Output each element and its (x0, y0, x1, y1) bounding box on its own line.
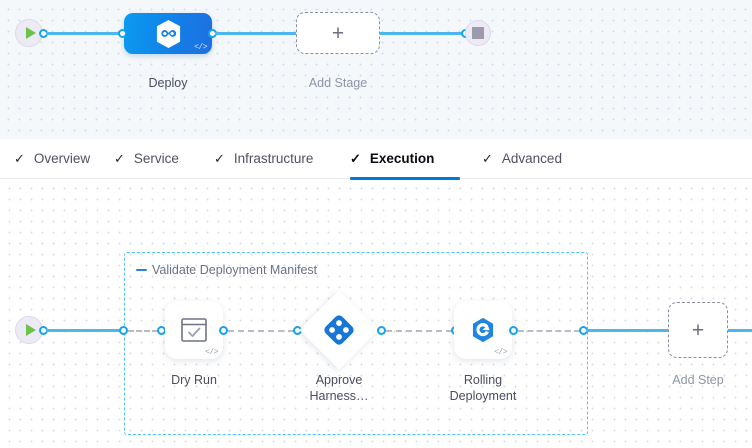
tab-label: Overview (33, 151, 91, 166)
tab-execution[interactable]: ✓ Execution (350, 139, 460, 180)
step-group-title-label: Validate Deployment Manifest (152, 263, 318, 277)
stage-node-deploy[interactable]: </> (124, 13, 212, 54)
step-group-validate-deployment-manifest[interactable]: Validate Deployment Manifest (124, 252, 588, 435)
harness-hexagon-infinity-icon (156, 19, 180, 48)
step-node-rolling-deployment[interactable]: </> (454, 301, 512, 359)
connector-dot[interactable] (119, 326, 128, 335)
pipeline-end-node[interactable] (465, 20, 491, 46)
tab-service[interactable]: ✓ Service (114, 139, 212, 179)
connector-line-dashed (128, 330, 158, 332)
tab-label: Service (133, 151, 179, 166)
check-icon: ✓ (350, 151, 361, 166)
connector-line-dashed (386, 330, 452, 332)
connector-dot[interactable] (219, 326, 228, 335)
step-label-line-1: Rolling (463, 373, 503, 387)
rolling-deployment-icon (472, 317, 494, 343)
code-badge-icon: </> (194, 43, 207, 52)
connector-line (46, 32, 125, 35)
dry-run-window-check-icon (181, 318, 207, 342)
step-node-approve-harness[interactable] (299, 290, 379, 370)
step-group-title[interactable]: Validate Deployment Manifest (136, 263, 317, 277)
check-icon: ✓ (482, 151, 493, 166)
connector-line-dashed (228, 330, 294, 332)
connector-dot[interactable] (509, 326, 518, 335)
stop-icon (472, 27, 484, 39)
step-node-dry-run[interactable]: </> (165, 301, 223, 359)
connector-dot[interactable] (118, 29, 127, 38)
tab-advanced[interactable]: ✓ Advanced (482, 139, 592, 179)
step-label-line-2: Deployment (449, 389, 517, 403)
stage-canvas[interactable]: </> + Deploy Add Stage (0, 0, 752, 139)
tab-label: Execution (369, 151, 435, 166)
step-label-line-1: Approve (315, 373, 363, 387)
code-badge-icon: </> (494, 348, 507, 357)
step-label-dry-run: Dry Run (171, 373, 217, 387)
execution-canvas[interactable]: Validate Deployment Manifest </> (0, 180, 752, 448)
plus-icon: + (691, 318, 705, 342)
connector-line-dashed (518, 330, 580, 332)
play-icon (25, 27, 36, 39)
step-label-rolling-deployment: Rolling Deployment (428, 372, 538, 404)
connector-dot[interactable] (377, 326, 386, 335)
step-label-approve-harness: Approve Harness… (284, 372, 394, 404)
check-icon: ✓ (14, 151, 25, 166)
tab-infrastructure[interactable]: ✓ Infrastructure (214, 139, 338, 179)
check-icon: ✓ (214, 151, 225, 166)
stage-config-tabbar: ✓ Overview ✓ Service ✓ Infrastructure ✓ … (0, 139, 752, 180)
connector-line (215, 32, 297, 35)
collapse-dash-icon[interactable] (136, 268, 147, 272)
add-step-label: Add Step (672, 373, 724, 387)
pipeline-start-node[interactable] (15, 19, 43, 47)
step-label-line-2: Harness… (309, 389, 369, 403)
plus-icon: + (331, 21, 345, 45)
connector-line (728, 329, 752, 332)
tab-overview[interactable]: ✓ Overview (14, 139, 110, 179)
code-badge-icon: </> (205, 348, 218, 357)
connector-line (586, 329, 668, 332)
check-icon: ✓ (114, 151, 125, 166)
harness-approval-icon (324, 315, 354, 345)
connector-line (380, 32, 465, 35)
add-stage-button[interactable]: + (296, 12, 380, 54)
add-stage-label: Add Stage (308, 76, 368, 90)
connector-line (46, 329, 122, 332)
add-step-button[interactable]: + (668, 302, 728, 358)
tab-label: Advanced (501, 151, 562, 166)
tab-label: Infrastructure (233, 151, 314, 166)
stage-label-deploy: Deploy (148, 76, 188, 90)
play-icon (25, 324, 36, 336)
